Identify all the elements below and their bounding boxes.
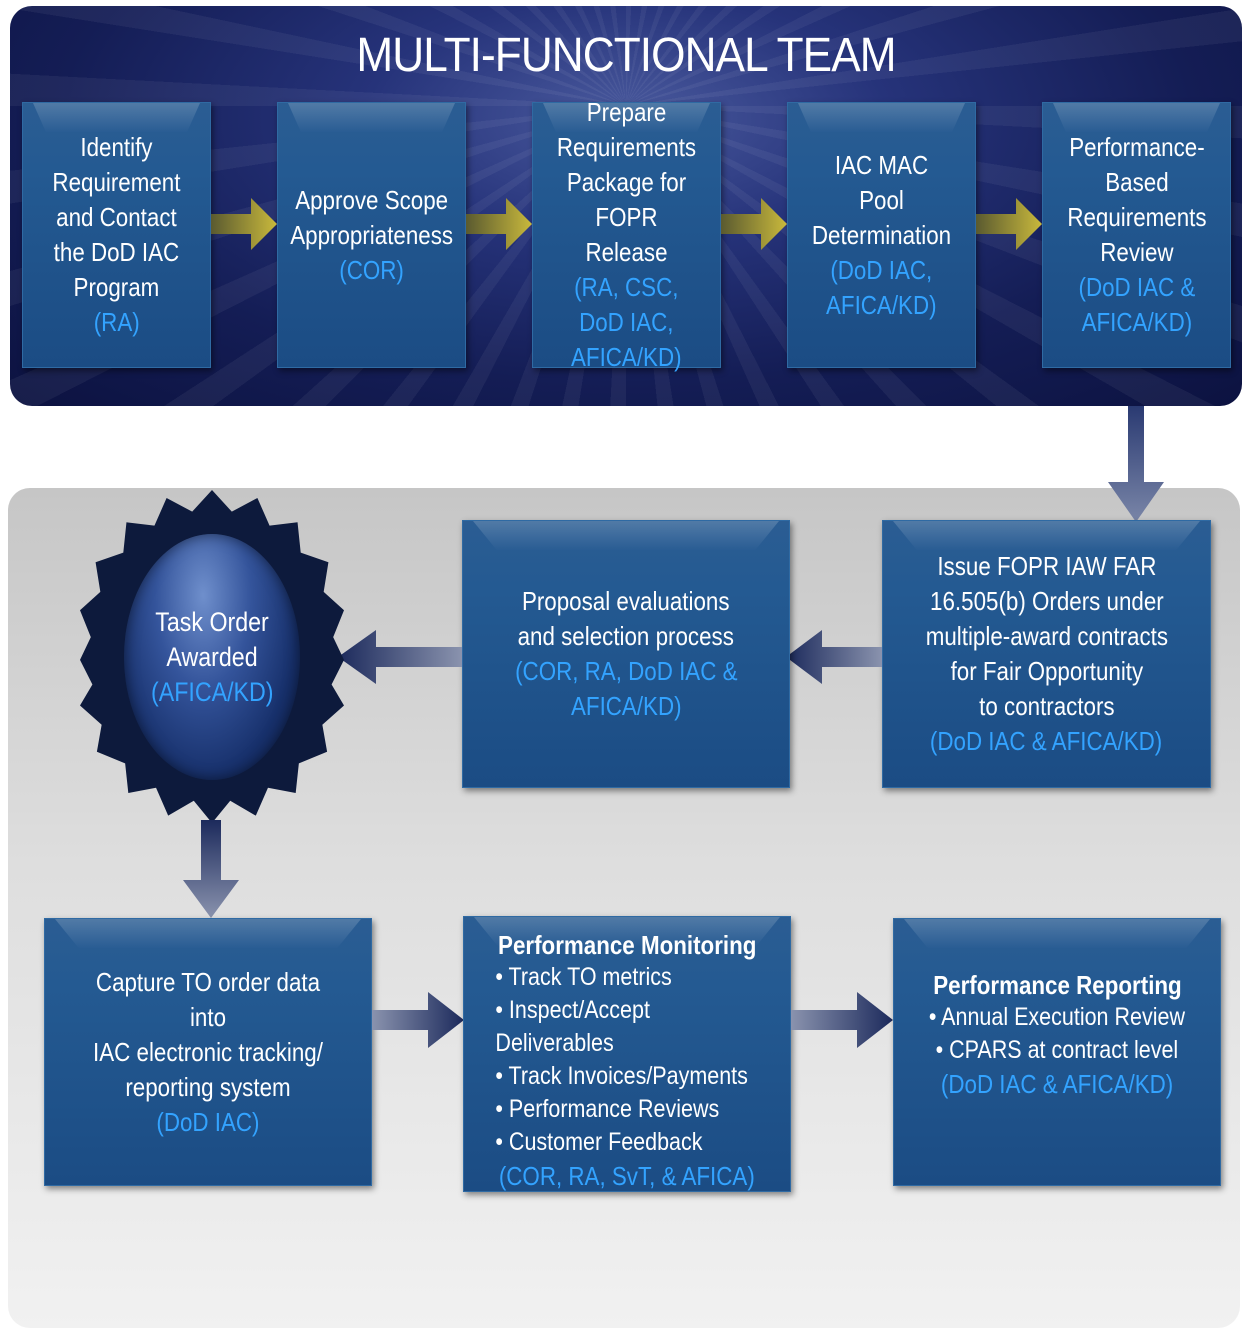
capture-data-box: Capture TO order data into IAC electroni… — [44, 918, 372, 1186]
monitoring-item: Performance Reviews — [495, 1093, 758, 1126]
right-arrow-to-monitoring — [372, 992, 464, 1048]
award-text: Task Order Awarded — [155, 606, 269, 672]
performance-monitoring-box: Performance Monitoring Track TO metrics … — [463, 916, 791, 1192]
issue-fopr-box: Issue FOPR IAW FAR 16.505(b) Orders unde… — [882, 520, 1211, 788]
step-identify-requirement: Identify Requirement and Contact the DoD… — [22, 102, 211, 368]
proposal-evaluation-box: Proposal evaluations and selection proce… — [462, 520, 790, 788]
monitoring-item: Track Invoices/Payments — [495, 1060, 758, 1093]
left-arrow-to-proposal — [786, 630, 882, 684]
monitoring-item: Track TO metrics — [495, 961, 758, 994]
gold-arrow-3 — [721, 198, 787, 250]
step-role: (RA, CSC, DoD IAC, AFICA/KD) — [571, 272, 682, 372]
step-text: IAC MAC Pool Determination — [811, 149, 952, 250]
step-role: (RA) — [93, 307, 140, 337]
gold-arrow-4 — [976, 198, 1042, 250]
task-order-awarded-medallion: Task Order Awarded (AFICA/KD) — [124, 534, 300, 780]
reporting-list: Annual Execution Review CPARS at contrac… — [929, 1001, 1185, 1067]
step-prepare-package: Prepare Requirements Package for FOPR Re… — [532, 97, 721, 372]
monitoring-title: Performance Monitoring — [497, 930, 757, 960]
reporting-item: Annual Execution Review — [929, 1001, 1185, 1034]
step-requirements-review: Performance- Based Requirements Review (… — [1042, 102, 1231, 368]
step-mac-pool: IAC MAC Pool Determination (DoD IAC, AFI… — [787, 102, 976, 368]
monitoring-list: Track TO metrics Inspect/Accept Delivera… — [495, 961, 758, 1159]
award-role: (AFICA/KD) — [150, 676, 274, 707]
down-arrow-to-capture — [183, 820, 239, 918]
monitoring-item: Inspect/Accept Deliverables — [495, 994, 758, 1060]
step-approve-scope: Approve Scope Appropriateness (COR) — [277, 102, 466, 368]
proposal-text: Proposal evaluations and selection proce… — [517, 586, 735, 651]
step-text: Approve Scope Appropriateness — [290, 184, 453, 250]
capture-text: Capture TO order data into IAC electroni… — [93, 966, 323, 1102]
step-role: (DoD IAC, AFICA/KD) — [826, 254, 937, 320]
step-text: Performance- Based Requirements Review — [1066, 132, 1207, 267]
gold-arrow-1 — [211, 198, 277, 250]
reporting-item: CPARS at contract level — [929, 1034, 1185, 1067]
right-arrow-to-reporting — [791, 992, 893, 1048]
proposal-role: (COR, RA, DoD IAC & AFICA/KD) — [514, 656, 738, 721]
step-role: (DoD IAC & AFICA/KD) — [1078, 272, 1195, 337]
issue-fopr-role: (DoD IAC & AFICA/KD) — [930, 726, 1163, 756]
monitoring-item: Customer Feedback — [495, 1126, 758, 1159]
monitoring-role: (COR, RA, SvT, & AFICA) — [499, 1161, 755, 1191]
capture-role: (DoD IAC) — [156, 1106, 260, 1137]
left-arrow-to-award — [338, 630, 462, 684]
step-role: (COR) — [339, 254, 404, 285]
issue-fopr-text: Issue FOPR IAW FAR 16.505(b) Orders unde… — [925, 551, 1168, 721]
reporting-title: Performance Reporting — [932, 970, 1182, 1000]
down-arrow-to-issue-fopr — [1108, 406, 1164, 522]
performance-reporting-box: Performance Reporting Annual Execution R… — [893, 918, 1221, 1186]
step-text: Identify Requirement and Contact the DoD… — [52, 132, 181, 302]
diagram-title: MULTI-FUNCTIONAL TEAM — [356, 29, 896, 82]
reporting-role: (DoD IAC & AFICA/KD) — [940, 1069, 1174, 1099]
gold-arrow-2 — [466, 198, 532, 250]
step-text: Prepare Requirements Package for FOPR Re… — [556, 97, 697, 267]
